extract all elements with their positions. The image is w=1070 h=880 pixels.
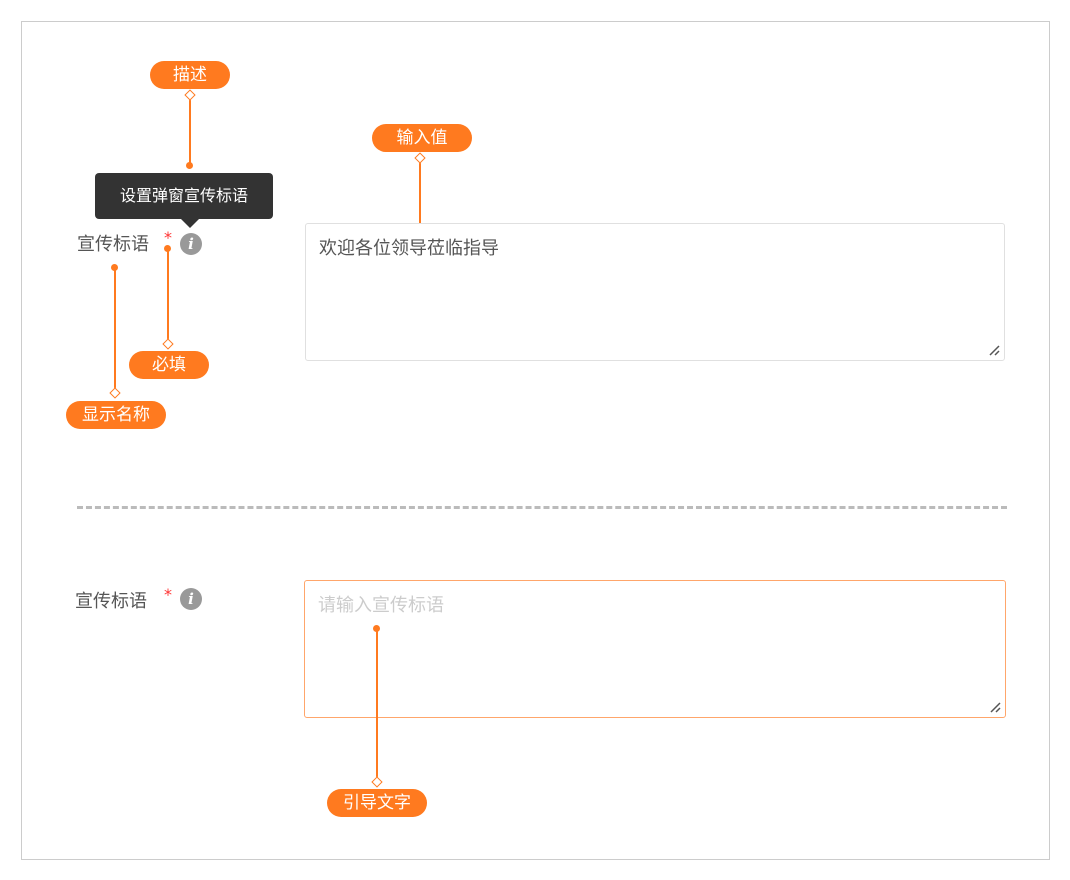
dot-marker-icon	[164, 245, 171, 252]
annotation-description: 描述	[150, 61, 230, 89]
textarea-placeholder: 请输入宣传标语	[318, 595, 444, 616]
field-label: 宣传标语	[77, 234, 149, 255]
slogan-textarea[interactable]: 欢迎各位领导莅临指导	[305, 223, 1005, 361]
slogan-textarea-empty[interactable]: 请输入宣传标语	[304, 580, 1006, 718]
annotation-required: 必填	[129, 351, 209, 379]
annotation-input-value: 输入值	[372, 124, 472, 152]
frame	[21, 21, 1050, 860]
info-icon[interactable]: i	[180, 588, 202, 610]
divider	[77, 506, 1007, 509]
annotation-line	[376, 628, 378, 780]
textarea-value: 欢迎各位领导莅临指导	[319, 238, 499, 259]
annotation-line	[167, 248, 169, 342]
field-label: 宣传标语	[75, 591, 147, 612]
tooltip-arrow	[181, 219, 199, 228]
dot-marker-icon	[373, 625, 380, 632]
dot-marker-icon	[111, 264, 118, 271]
tooltip: 设置弹窗宣传标语	[95, 173, 273, 219]
required-mark: *	[164, 228, 172, 247]
required-mark: *	[164, 585, 172, 604]
annotation-line	[419, 160, 421, 228]
annotation-display-name: 显示名称	[66, 401, 166, 429]
dot-marker-icon	[186, 162, 193, 169]
annotation-placeholder-text: 引导文字	[327, 789, 427, 817]
resize-grip-icon[interactable]	[989, 701, 1001, 713]
annotation-line	[189, 97, 191, 165]
annotation-line	[114, 267, 116, 391]
info-icon[interactable]: i	[180, 233, 202, 255]
resize-grip-icon[interactable]	[988, 344, 1000, 356]
